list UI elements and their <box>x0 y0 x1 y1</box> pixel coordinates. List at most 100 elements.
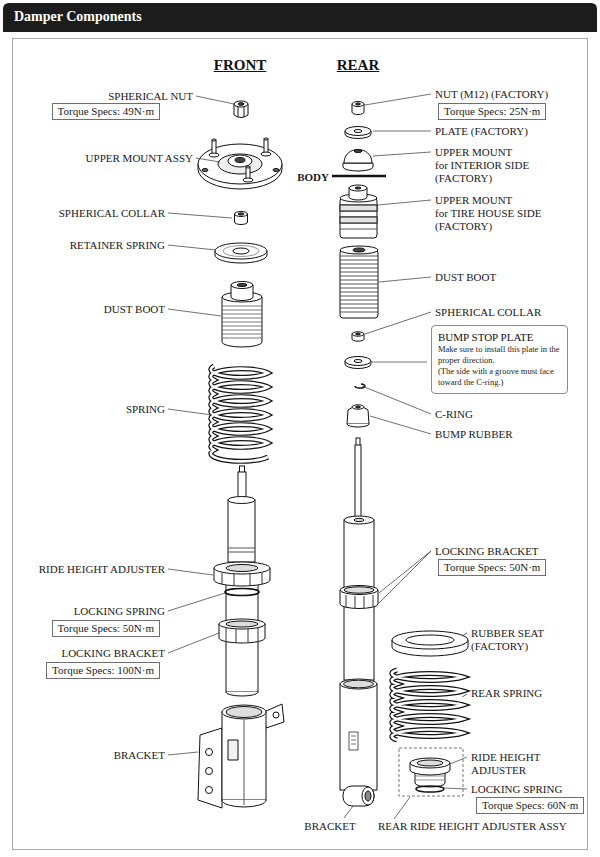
torque-spec-box: Torque Specs: 49N·m <box>52 103 160 120</box>
upper-mount-assy <box>273 169 279 172</box>
spherical-collar <box>235 212 248 217</box>
box-text: Torque Specs: 60N·m <box>482 799 578 812</box>
view-heading: REAR <box>337 56 380 74</box>
part-label: RUBBER SEAT (FACTORY) <box>471 627 544 653</box>
rear-damper <box>354 518 364 521</box>
upper-mount-interior <box>343 150 373 172</box>
leader-lines <box>365 312 431 334</box>
dust-boot <box>222 282 262 348</box>
rear-damper <box>340 586 378 595</box>
part-label: LOCKING BRACKET <box>61 647 165 660</box>
leader-lines <box>462 694 467 697</box>
rear-bracket <box>362 787 374 805</box>
spherical-nut <box>234 101 248 118</box>
leader-lines <box>372 362 427 363</box>
part-label: SPHERICAL COLLAR <box>435 306 541 319</box>
outer-frame <box>13 39 588 850</box>
rear-coil-spring <box>392 670 463 740</box>
rear-plate <box>345 127 371 136</box>
rear-nut <box>352 102 364 115</box>
upper-mount-tire-house <box>340 217 377 223</box>
torque-spec-box: Torque Specs: 25N·m <box>438 103 546 120</box>
part-label: BUMP RUBBER <box>435 428 513 441</box>
text-line: (The side with a groove must face <box>438 366 560 377</box>
leader-lines <box>373 131 431 132</box>
box-text: Torque Specs: 100N·m <box>52 664 154 677</box>
front-damper <box>226 628 258 643</box>
box-text: Torque Specs: 50N·m <box>444 561 540 574</box>
part-label: LOCKING SPRING <box>471 783 562 796</box>
part-label: PLATE (FACTORY) <box>435 125 528 138</box>
rear-bracket <box>343 786 374 806</box>
part-label: DUST BOOT <box>435 271 496 284</box>
part-label: DUST BOOT <box>104 303 165 316</box>
box-body-text: Make sure to install this plate in the p… <box>438 344 560 388</box>
leader-lines <box>168 569 213 575</box>
upper-mount-assy <box>235 158 245 163</box>
box-text: BUMP STOP PLATE <box>438 330 560 344</box>
part-label: RIDE HEIGHT ADJUSTER <box>39 563 165 576</box>
part-label: BRACKET <box>304 820 355 833</box>
leader-lines <box>168 94 467 819</box>
coil-spring <box>211 366 268 461</box>
upper-mount-assy <box>264 138 268 140</box>
title-bar <box>3 3 597 32</box>
rear-damper <box>355 445 361 523</box>
rear-dust-boot <box>340 246 378 254</box>
retainer-spring <box>233 248 249 254</box>
rear-bracket <box>349 732 358 750</box>
part-label: C-RING <box>435 408 473 421</box>
upper-mount-interior <box>343 163 373 171</box>
coil-spring <box>211 366 268 461</box>
upper-mount-tire-house <box>349 185 367 191</box>
upper-mount-tire-house <box>340 198 377 238</box>
part-label: UPPER MOUNT ASSY <box>86 152 193 165</box>
part-label: BODY <box>297 171 329 184</box>
rear-spherical-collar <box>352 332 364 341</box>
rear-dust-boot <box>340 246 378 318</box>
front-bracket <box>264 704 284 728</box>
rear-ride-height-adjuster <box>399 748 463 796</box>
part-label: REAR RIDE HEIGHT ADJUSTER ASSY <box>378 820 567 833</box>
front-damper <box>214 466 270 696</box>
torque-spec-box: Torque Specs: 50N·m <box>438 559 546 576</box>
rear-ride-height-adjuster <box>415 776 445 780</box>
outer-frame <box>13 39 588 850</box>
upper-mount-assy <box>212 139 216 141</box>
front-damper <box>226 621 258 627</box>
bump-stop-plate <box>345 357 371 369</box>
rear-bracket <box>365 791 371 801</box>
rear-coil-spring <box>392 670 463 740</box>
bump-rubber <box>347 424 369 427</box>
retainer-spring <box>215 243 267 263</box>
leader-lines <box>450 757 467 764</box>
leader-lines <box>379 551 431 603</box>
note-box: BUMP STOP PLATEMake sure to install this… <box>431 325 568 394</box>
upper-mount-assy <box>261 152 271 156</box>
title-bar <box>3 3 597 32</box>
body-line <box>332 176 386 177</box>
front-bracket <box>206 749 213 756</box>
upper-mount-assy <box>246 166 250 168</box>
text-line: RIDE HEIGHT <box>471 751 540 764</box>
upper-mount-tire-house <box>355 187 361 189</box>
front-bracket <box>228 740 238 760</box>
dust-boot <box>222 306 262 338</box>
rear-spherical-collar <box>352 332 364 336</box>
upper-mount-tire-house <box>340 205 377 211</box>
leader-lines <box>168 752 198 755</box>
box-text: Torque Specs: 49N·m <box>58 105 154 118</box>
rear-bracket <box>344 680 374 688</box>
part-label: UPPER MOUNT for TIRE HOUSE SIDE (FACTORY… <box>435 194 541 233</box>
upper-mount-assy <box>218 154 262 174</box>
part-label: RIDE HEIGHT ADJUSTER <box>471 751 540 777</box>
text-line: (FACTORY) <box>435 172 529 185</box>
leader-lines <box>196 158 220 162</box>
part-label: SPRING <box>126 403 165 416</box>
front-bracket <box>273 712 279 718</box>
part-label: LOCKING BRACKET <box>435 545 539 558</box>
leader-lines <box>373 152 431 156</box>
view-heading: FRONT <box>214 56 267 74</box>
text-line: UPPER MOUNT <box>435 146 529 159</box>
